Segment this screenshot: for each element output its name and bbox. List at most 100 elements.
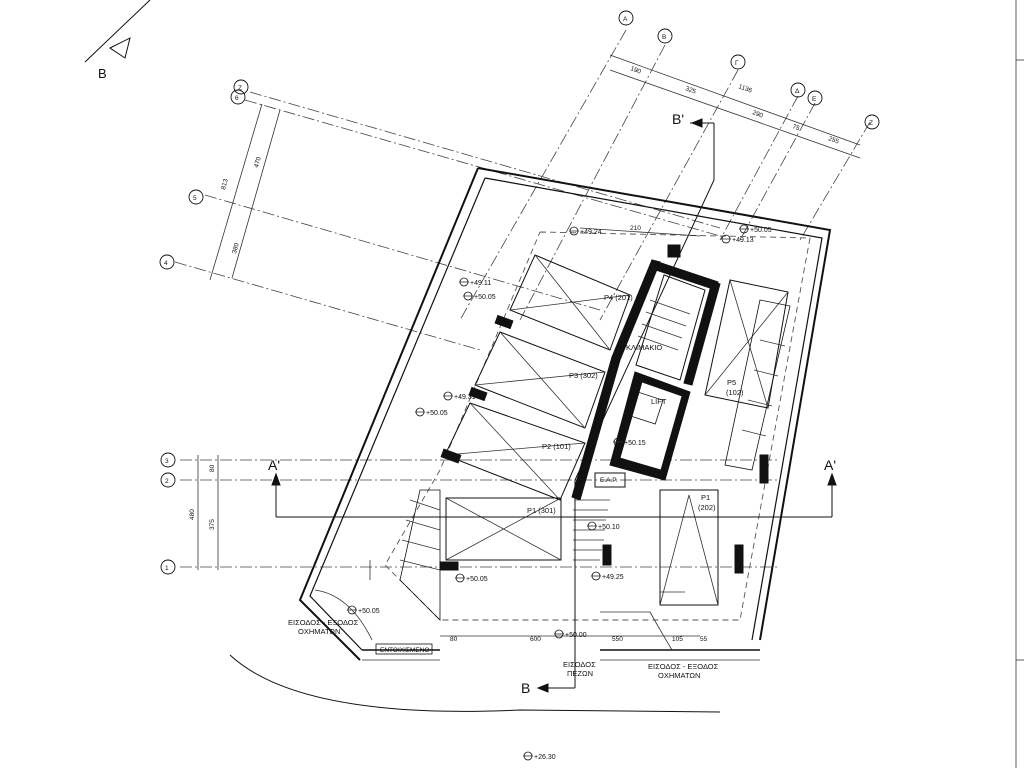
interior-dimensions: 210 80 600 550 105 55	[369, 225, 708, 643]
vehicle-entry-left-line1: ΕΙΣΟΔΟΣ - ΕΞΟΔΟΣ	[288, 618, 359, 627]
svg-text:+50.10: +50.10	[598, 524, 620, 531]
stair-label: ΚΛΙΜΑΚΙΟ	[626, 343, 662, 352]
section-line-a: A' A'	[268, 457, 837, 518]
axis-bubble-a: Α	[623, 16, 628, 23]
level-marker: +50.10	[587, 521, 620, 531]
lift-shaft: LIFT Ε.Α.Ρ.	[594, 371, 691, 488]
axis-bubbles-left-top: Ζ 6 5 4 813 470 380	[159, 79, 281, 281]
door-swing	[314, 589, 685, 651]
dim-inner-1: 210	[630, 225, 641, 232]
stair-core: ΚΛΙΜΑΚΙΟ	[571, 259, 721, 561]
level-marker: +50.05	[455, 573, 488, 583]
parking-bay-p1-right	[659, 489, 719, 606]
svg-text:+49.11: +49.11	[470, 280, 491, 287]
parking-p1-right-label-a: P1	[701, 493, 710, 502]
north-arrow-icon: B	[84, 0, 151, 81]
level-marker: +50.05	[463, 291, 496, 301]
svg-text:+50.05: +50.05	[474, 294, 496, 301]
axis-bubble-z-left: Ζ	[238, 85, 242, 92]
dim-seg-1: 190	[629, 65, 642, 75]
axis-bubble-g: Γ	[735, 60, 739, 67]
level-marker: +49.24	[569, 226, 602, 236]
parking-p5-label-a: P5	[727, 378, 736, 387]
svg-text:+50.05: +50.05	[750, 227, 772, 234]
svg-text:+50.05: +50.05	[358, 608, 380, 615]
axis-bubble-1: 1	[165, 565, 169, 572]
parking-bays: P4 (201) P3 (302) P2 (101) P1 (301) P1 (…	[444, 254, 789, 606]
annotation-labels: ΕΙΣΟΔΟΣ - ΕΞΟΔΟΣ ΟΧΗΜΑΤΩΝ ΕΙΣΟΔΟΣ - ΕΞΟΔ…	[288, 618, 719, 680]
level-marker: +50.00	[554, 629, 587, 639]
level-marker: +26.30	[523, 751, 556, 761]
sheet-frame	[1015, 0, 1024, 768]
site-boundary	[229, 167, 832, 713]
dim-inner-5: 105	[672, 636, 683, 643]
columns	[439, 244, 769, 574]
parking-p2-label: P2 (101)	[542, 442, 571, 451]
dim-seg-5: 255	[827, 135, 840, 145]
section-b-top-label: B'	[672, 111, 684, 127]
axis-bubble-3: 3	[165, 458, 169, 465]
dim-left-3: 380	[231, 242, 241, 255]
parking-p1-left-label: P1 (301)	[527, 506, 556, 515]
axis-bubble-4: 4	[164, 260, 168, 267]
dim-inner-3: 600	[530, 636, 541, 643]
axis-bubble-5: 5	[193, 195, 197, 202]
dim-seg-4: 75	[791, 123, 801, 132]
dim-left-1: 813	[220, 178, 230, 191]
axis-bubble-2: 2	[165, 478, 169, 485]
pedestrian-entry-line1: ΕΙΣΟΔΟΣ	[563, 660, 596, 669]
level-marker: +50.15	[613, 437, 646, 447]
parking-bay-p3	[474, 331, 606, 429]
north-arrow-label: B	[98, 66, 107, 81]
axis-bubble-z: Ζ	[869, 120, 873, 127]
level-marker: +50.05	[347, 605, 380, 615]
vehicle-entry-right-line1: ΕΙΣΟΔΟΣ - ΕΞΟΔΟΣ	[648, 662, 719, 671]
svg-text:+50.15: +50.15	[624, 440, 646, 447]
dim-seg-2: 325	[684, 85, 697, 95]
axis-bubble-6: 6	[235, 95, 239, 102]
dim-inner-6: 55	[700, 636, 708, 643]
slab-outline	[384, 231, 811, 621]
svg-text:+50.05: +50.05	[466, 576, 488, 583]
svg-text:+49.25: +49.25	[602, 574, 624, 581]
dim-left-480: 480	[189, 509, 196, 520]
section-b-bottom-label: B	[521, 680, 530, 696]
level-marker: +49.13	[721, 234, 754, 244]
lift-label: LIFT	[651, 397, 667, 406]
vehicle-entry-left-line2: ΟΧΗΜΑΤΩΝ	[298, 627, 340, 636]
svg-text:+49.24: +49.24	[580, 229, 602, 236]
section-line-b: B' B	[521, 111, 715, 696]
section-a-left-label: A'	[268, 457, 280, 473]
dim-inner-2: 80	[450, 636, 458, 643]
dim-left-80: 80	[209, 464, 216, 472]
grid-axis-lines	[174, 29, 871, 568]
dim-inner-4: 550	[612, 636, 623, 643]
parking-p5-label-b: (102)	[726, 388, 744, 397]
level-marker: +50.05	[415, 407, 448, 417]
axis-bubbles-top: Α Β Γ Δ Ε Ζ	[618, 10, 880, 130]
level-marker: +49.11	[459, 277, 491, 287]
ramps	[399, 299, 791, 621]
top-dimension-chain: 1136 190 325 290 75 255	[609, 54, 861, 159]
shaft-label: Ε.Α.Ρ.	[600, 477, 618, 484]
level-marker: +49.25	[591, 571, 624, 581]
level-markers: +49.24 +50.05 +49.13 +49.11 +50.05 +49.3…	[347, 224, 772, 761]
parking-p1-right-label-b: (202)	[698, 503, 716, 512]
meter-box-label: ΕΝΤΟΙΧΙΣΜΕΝΟ	[380, 647, 429, 654]
level-marker: +50.05	[739, 224, 772, 234]
svg-text:+26.30: +26.30	[534, 754, 556, 761]
axis-bubbles-left: 3 2 1 480 375 80	[160, 452, 219, 575]
level-marker: +49.31	[443, 391, 476, 401]
dim-total: 1136	[737, 83, 753, 94]
axis-bubble-b: Β	[662, 34, 666, 41]
svg-text:+50.05: +50.05	[426, 410, 448, 417]
svg-text:+50.00: +50.00	[565, 632, 587, 639]
parking-bay-p1-left	[445, 497, 562, 561]
dim-left-2: 470	[253, 156, 263, 169]
svg-text:+49.13: +49.13	[732, 237, 754, 244]
svg-text:+49.31: +49.31	[454, 394, 476, 401]
axis-bubble-d: Δ	[795, 88, 800, 95]
dim-seg-3: 290	[751, 109, 764, 119]
